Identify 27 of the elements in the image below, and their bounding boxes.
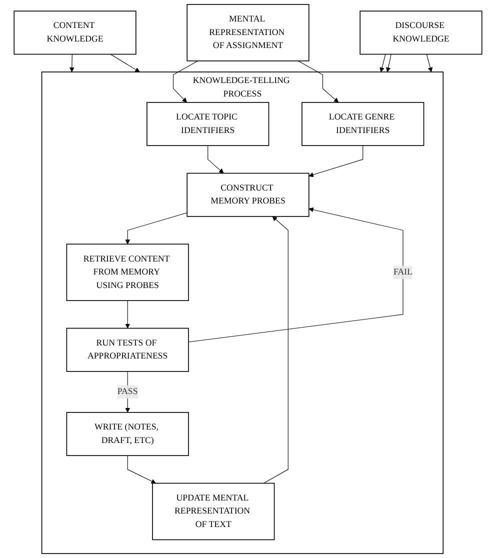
node-box: WRITE (NOTES, DRAFT, ETC)	[66, 412, 189, 456]
arrow	[208, 145, 224, 174]
arrow	[125, 212, 188, 244]
edge-label: FAIL	[393, 267, 413, 277]
arrow	[173, 60, 198, 103]
arrow	[110, 54, 140, 72]
arrow	[380, 54, 386, 72]
node-box: LOCATE GENRE IDENTIFIERS	[302, 102, 424, 146]
node-box: UPDATE MENTAL REPRESENTATION OF TEXT	[152, 482, 275, 540]
node-box: CONTENT KNOWLEDGE	[14, 10, 136, 55]
arrow	[298, 60, 339, 103]
edge-label: PASS	[117, 386, 138, 396]
arrow	[127, 455, 156, 484]
node-box: RUN TESTS OF APPROPRIATENESS	[66, 328, 189, 372]
arrow	[386, 54, 392, 72]
arrow	[263, 216, 288, 484]
node-box: RETRIEVE CONTENT FROM MEMORY USING PROBES	[66, 244, 189, 301]
arrow	[308, 145, 364, 178]
arrow	[188, 207, 404, 342]
node-box: LOCATE TOPIC IDENTIFIERS	[146, 102, 270, 146]
arrow	[125, 371, 130, 413]
arrow	[69, 54, 74, 72]
node-box: MENTAL REPRESENTATION OF ASSIGNMENT	[186, 4, 310, 62]
node-box: CONSTRUCT MEMORY PROBES	[186, 172, 310, 217]
arrow	[125, 300, 130, 328]
arrow	[426, 54, 433, 72]
node-box: DISCOURSE KNOWLEDGE	[360, 10, 482, 55]
